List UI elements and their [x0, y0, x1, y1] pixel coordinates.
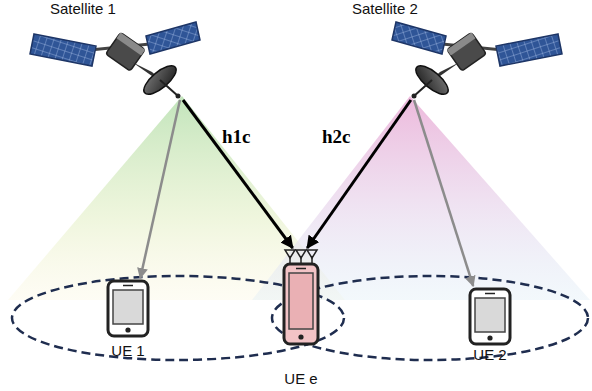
- node-label: Satellite 2: [352, 0, 418, 18]
- user-equipment: UE 1: [100, 278, 156, 364]
- phone-icon: [108, 281, 148, 336]
- satellite-icon: [30, 22, 200, 99]
- node-label: UE 1: [111, 342, 144, 360]
- signal-arrow: [183, 100, 293, 248]
- channel-label: h1c: [222, 126, 251, 148]
- node-label: Satellite 1: [50, 0, 116, 18]
- eavesdropper-equipment: UE e: [275, 248, 327, 390]
- satellite-icon: [392, 22, 562, 99]
- node-label: UE 2: [473, 346, 506, 364]
- phone-icon: [470, 289, 510, 344]
- satellite: Satellite 1: [35, 0, 195, 100]
- signal-arrow: [414, 100, 473, 286]
- node-label: UE e: [284, 370, 317, 388]
- satellite: Satellite 2: [350, 0, 560, 100]
- multi-antenna-phone-icon: [284, 250, 318, 344]
- signal-arrow: [307, 100, 411, 248]
- channel-label: h2c: [322, 126, 351, 148]
- user-equipment: UE 2: [462, 286, 518, 364]
- signal-arrow: [140, 100, 180, 278]
